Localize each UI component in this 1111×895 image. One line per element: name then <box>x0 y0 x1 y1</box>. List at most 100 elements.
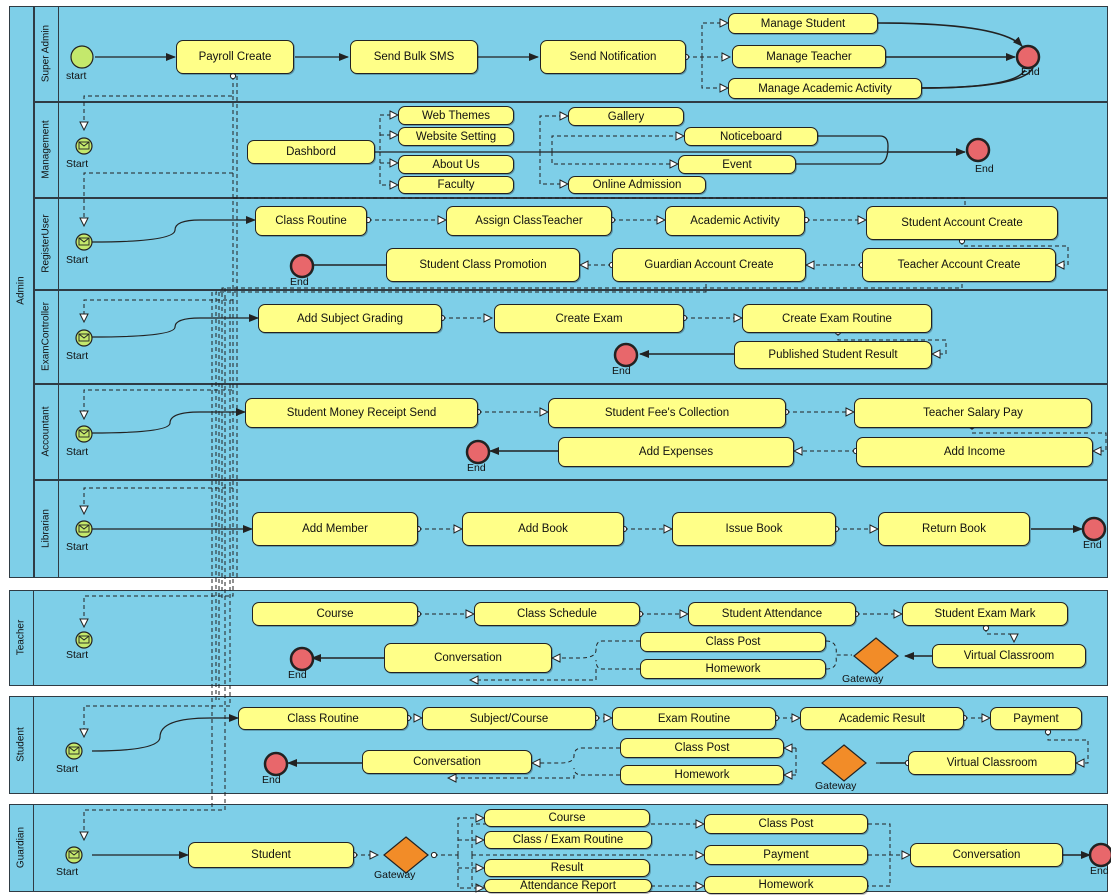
task-website-setting[interactable]: Website Setting <box>398 127 514 146</box>
task-attendance-report[interactable]: Attendance Report <box>484 879 652 893</box>
start-label-teacher: Start <box>66 649 89 661</box>
task-assign-class-teacher[interactable]: Assign ClassTeacher <box>446 206 612 236</box>
task-conversation-teacher[interactable]: Conversation <box>384 643 552 673</box>
task-student-attendance[interactable]: Student Attendance <box>688 602 856 626</box>
gateway-label-student: Gateway <box>815 780 857 792</box>
task-homework-guardian[interactable]: Homework <box>704 876 868 894</box>
task-course-guardian[interactable]: Course <box>484 809 650 827</box>
task-faculty[interactable]: Faculty <box>398 176 514 194</box>
task-manage-student[interactable]: Manage Student <box>728 13 878 34</box>
task-academic-activity[interactable]: Academic Activity <box>665 206 805 236</box>
end-event-exam-controller <box>613 342 639 368</box>
task-noticeboard[interactable]: Noticeboard <box>684 127 818 146</box>
task-teacher-salary-pay[interactable]: Teacher Salary Pay <box>854 398 1092 428</box>
admin-pool-header <box>9 6 34 578</box>
task-about-us[interactable]: About Us <box>398 155 514 174</box>
task-send-bulk-sms[interactable]: Send Bulk SMS <box>350 40 478 74</box>
task-class-post-guardian[interactable]: Class Post <box>704 814 868 834</box>
task-class-exam-routine[interactable]: Class / Exam Routine <box>484 831 652 849</box>
task-published-student-result[interactable]: Published Student Result <box>734 341 932 369</box>
task-student-money-receipt-send[interactable]: Student Money Receipt Send <box>245 398 478 428</box>
task-guardian-account-create[interactable]: Guardian Account Create <box>612 248 806 282</box>
end-label-management: End <box>975 163 994 175</box>
end-event-teacher <box>289 646 315 672</box>
task-teacher-account-create[interactable]: Teacher Account Create <box>862 248 1056 282</box>
task-student-class-promotion[interactable]: Student Class Promotion <box>386 248 580 282</box>
task-class-post-teacher[interactable]: Class Post <box>640 632 826 652</box>
task-virtual-classroom-student[interactable]: Virtual Classroom <box>908 751 1076 775</box>
lane-header-accountant <box>34 384 59 480</box>
end-label-super-admin: End <box>1021 66 1040 78</box>
gateway-label-teacher: Gateway <box>842 673 884 685</box>
task-return-book[interactable]: Return Book <box>878 512 1030 546</box>
task-event[interactable]: Event <box>678 155 796 174</box>
task-online-admission[interactable]: Online Admission <box>568 176 706 194</box>
task-manage-teacher[interactable]: Manage Teacher <box>732 45 886 68</box>
task-payroll-create[interactable]: Payroll Create <box>176 40 294 74</box>
task-student-exam-mark[interactable]: Student Exam Mark <box>902 602 1068 626</box>
task-payment-guardian[interactable]: Payment <box>704 845 868 865</box>
start-label-guardian: Start <box>56 866 79 878</box>
task-dashbord[interactable]: Dashbord <box>247 140 375 164</box>
end-event-super-admin <box>1015 44 1041 70</box>
task-homework-teacher[interactable]: Homework <box>640 659 826 679</box>
task-student-account-create[interactable]: Student Account Create <box>866 206 1058 240</box>
task-add-member[interactable]: Add Member <box>252 512 418 546</box>
task-homework-student[interactable]: Homework <box>620 765 784 785</box>
end-event-student <box>263 751 289 777</box>
start-label-accountant: Start <box>66 446 89 458</box>
task-class-schedule[interactable]: Class Schedule <box>474 602 640 626</box>
task-gallery[interactable]: Gallery <box>568 107 684 126</box>
end-event-librarian <box>1081 516 1107 542</box>
lane-header-teacher <box>9 590 34 686</box>
end-label-register-user: End <box>290 276 309 288</box>
gateway-label-guardian: Gateway <box>374 869 416 881</box>
task-create-exam-routine[interactable]: Create Exam Routine <box>742 304 932 333</box>
task-add-income[interactable]: Add Income <box>856 437 1093 467</box>
task-exam-routine[interactable]: Exam Routine <box>612 707 776 730</box>
gateway-teacher <box>853 637 899 675</box>
task-send-notification[interactable]: Send Notification <box>540 40 686 74</box>
start-label-librarian: Start <box>66 541 89 553</box>
task-conversation-guardian[interactable]: Conversation <box>910 843 1063 867</box>
task-add-subject-grading[interactable]: Add Subject Grading <box>258 304 442 333</box>
task-virtual-classroom-teacher[interactable]: Virtual Classroom <box>932 644 1086 668</box>
end-event-accountant <box>465 439 491 465</box>
start-event-super-admin <box>70 45 94 69</box>
task-add-expenses[interactable]: Add Expenses <box>558 437 794 467</box>
end-label-accountant: End <box>467 462 486 474</box>
task-create-exam[interactable]: Create Exam <box>494 304 684 333</box>
task-result[interactable]: Result <box>484 859 650 877</box>
task-class-post-student[interactable]: Class Post <box>620 738 784 758</box>
task-course-teacher[interactable]: Course <box>252 602 418 626</box>
end-label-student: End <box>262 774 281 786</box>
task-manage-academic-activity[interactable]: Manage Academic Activity <box>728 78 922 99</box>
start-label-exam-controller: Start <box>66 350 89 362</box>
task-add-book[interactable]: Add Book <box>462 512 624 546</box>
lane-header-librarian <box>34 480 59 578</box>
task-payment-student[interactable]: Payment <box>990 707 1082 730</box>
end-event-guardian <box>1088 842 1111 868</box>
end-event-register-user <box>289 253 315 279</box>
task-class-routine-admin[interactable]: Class Routine <box>255 206 367 236</box>
end-event-management <box>965 137 991 163</box>
task-issue-book[interactable]: Issue Book <box>672 512 836 546</box>
task-academic-result[interactable]: Academic Result <box>800 707 964 730</box>
task-student-guardian[interactable]: Student <box>188 842 354 868</box>
lane-header-exam-controller <box>34 290 59 384</box>
lane-header-student <box>9 696 34 794</box>
task-class-routine-student[interactable]: Class Routine <box>238 707 408 730</box>
task-web-themes[interactable]: Web Themes <box>398 106 514 125</box>
gateway-student <box>821 744 867 782</box>
task-student-fee-collection[interactable]: Student Fee's Collection <box>548 398 786 428</box>
end-label-guardian: End <box>1090 865 1109 877</box>
end-label-librarian: End <box>1083 539 1102 551</box>
task-conversation-student[interactable]: Conversation <box>362 750 532 774</box>
task-subject-course[interactable]: Subject/Course <box>422 707 596 730</box>
end-label-exam-controller: End <box>612 365 631 377</box>
lane-header-management <box>34 102 59 198</box>
lane-header-register-user <box>34 198 59 290</box>
